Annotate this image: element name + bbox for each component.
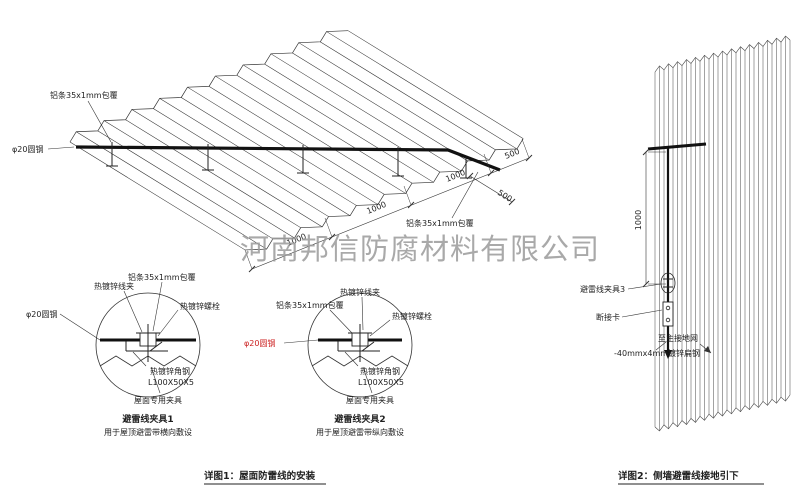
leader-line <box>157 309 179 337</box>
leader-line <box>150 366 161 394</box>
detail1-title: 避雷线夹具1 <box>122 413 173 425</box>
leader-line <box>87 100 112 143</box>
wall-clamp3-marker <box>660 272 676 294</box>
detail2-angle-spec-label: L100X50X5 <box>358 378 404 387</box>
detail1-bolt-label: 热镀锌螺栓 <box>180 301 220 311</box>
leader-line <box>47 146 75 150</box>
leader-line <box>369 319 391 337</box>
detail1-round-steel-label: φ20圆钢 <box>26 309 57 319</box>
detail1-angle-steel-label: 热镀锌角钢 <box>150 366 190 376</box>
detail1-bolt <box>136 324 160 362</box>
caption-detail-1: 详图1：屋面防雷线的安装 <box>204 470 316 482</box>
wall-valley-lines <box>655 40 790 427</box>
detail1-roof-fixture-label: 屋面专用夹具 <box>134 395 182 405</box>
roof-top-corrugation-edge <box>62 26 348 142</box>
leader-line <box>655 341 667 351</box>
roof-bottom-corrugation-edge <box>245 139 531 255</box>
roof-alu-strip-label-top: 铝条35x1mm包覆 <box>50 90 118 100</box>
leader-line <box>362 366 373 394</box>
leader-line <box>152 281 163 332</box>
company-watermark: 河南邦信防腐材料有限公司 <box>240 232 601 266</box>
dimension-line-right <box>469 175 513 203</box>
detail2-leader-lines <box>283 296 391 394</box>
corrugated-roof-panel <box>62 26 531 255</box>
to-ground-arrowhead <box>704 346 711 353</box>
detail2-bolt-label: 热镀锌螺栓 <box>392 311 432 321</box>
roof-leader-lines <box>47 100 479 219</box>
disconnect-bolt-top <box>665 305 671 311</box>
leader-line <box>59 313 101 341</box>
roof-dim-500: 500 <box>503 147 521 161</box>
wall-clamp3-detail <box>663 278 673 288</box>
detail1-alu-strip-label: 铝条35x1mm包覆 <box>128 272 196 282</box>
wire-clamp-mark <box>297 145 309 174</box>
corrugated-wall-panel <box>655 35 790 432</box>
detail1-wire-clip-label: 热镀锌线夹 <box>94 281 134 291</box>
roof-dimension-lines <box>244 138 533 273</box>
detail2-angle-steel <box>337 340 380 352</box>
ground-arrow <box>664 350 672 359</box>
leader-line <box>123 290 143 333</box>
leader-line <box>621 309 663 318</box>
wire-clamps-on-roof <box>106 142 472 179</box>
dimension-ticks-right <box>466 172 516 206</box>
detail2-wire-clip-label: 热镀锌线夹 <box>340 287 380 297</box>
dimension-ticks <box>642 148 650 288</box>
wall-ridge-lines <box>660 36 786 431</box>
dimension-extension-lines <box>648 151 666 285</box>
wall-flat-steel-label: -40mmx4mm镀锌扁钢 <box>614 348 700 358</box>
wall-downlead-view: 1000 避雷线夹具3 断接卡 至主接地网 -40mmx4mm镀锌扁钢 <box>580 35 790 432</box>
leader-line <box>361 296 364 331</box>
wall-horizontal-belt-wire <box>647 142 707 151</box>
leader-line <box>451 171 479 219</box>
wire-clamp-mark <box>460 157 472 179</box>
leader-line <box>283 339 319 344</box>
wall-clamp3-label: 避雷线夹具3 <box>580 284 625 294</box>
wall-leader-lines <box>621 283 712 354</box>
detail2-subtitle: 用于屋顶避雷带纵向敷设 <box>316 427 404 437</box>
roof-dim-1000-b: 1000 <box>365 200 387 216</box>
roof-alu-strip-label-right: 铝条35x1mm包覆 <box>406 218 474 228</box>
wall-to-ground-label: 至主接地网 <box>658 333 698 343</box>
detail-circle-2 <box>307 292 413 398</box>
wire-clamp-mark <box>392 147 404 177</box>
lightning-wire <box>75 145 501 172</box>
leader-line <box>329 309 353 334</box>
detail-circle-1 <box>95 292 201 398</box>
wall-dim-1000: 1000 <box>634 210 643 230</box>
dimension-extension-lines <box>244 138 530 270</box>
dimension-line <box>251 157 530 270</box>
clamp-detail-1: 热镀锌线夹 铝条35x1mm包覆 热镀锌螺栓 φ20圆钢 热镀锌角钢 L100X… <box>26 272 220 437</box>
leader-line <box>344 351 359 367</box>
detail2-alu-strip-label: 铝条35x1mm包覆 <box>276 300 344 310</box>
wire-clamp-mark <box>202 144 214 171</box>
wire-clamp-mark <box>106 142 118 167</box>
detail2-title: 避雷线夹具2 <box>334 413 385 425</box>
roof-ridge-lines <box>76 32 517 250</box>
detail1-leader-lines <box>59 281 179 394</box>
detail2-angle-steel-label: 热镀锌角钢 <box>360 366 400 376</box>
detail1-angle-steel <box>125 340 168 352</box>
detail2-round-steel-label: φ20圆钢 <box>244 338 275 348</box>
roof-round-steel-label: φ20圆钢 <box>12 144 43 154</box>
wall-disconnect-label: 断接卡 <box>596 312 620 322</box>
disconnect-card-body <box>662 301 674 327</box>
detail1-angle-spec-label: L100X50X5 <box>148 378 194 387</box>
wall-dimension <box>642 148 666 288</box>
caption-detail-2: 详图2：侧墙避雷线接地引下 <box>618 470 739 482</box>
roof-valley-lines <box>70 31 523 250</box>
dimension-ticks <box>248 154 533 273</box>
detail2-roof-fixture-label: 屋面专用夹具 <box>346 395 394 405</box>
roof-dim-1000-c: 1000 <box>444 168 466 184</box>
detail1-subtitle: 用于屋顶避雷带横向敷设 <box>104 427 192 437</box>
clamp-detail-2: 铝条35x1mm包覆 热镀锌线夹 热镀锌螺栓 φ20圆钢 热镀锌角钢 L100X… <box>244 287 432 437</box>
leader-line <box>132 351 147 367</box>
leader-line <box>627 283 662 290</box>
disconnect-bolt-bottom <box>665 317 671 323</box>
